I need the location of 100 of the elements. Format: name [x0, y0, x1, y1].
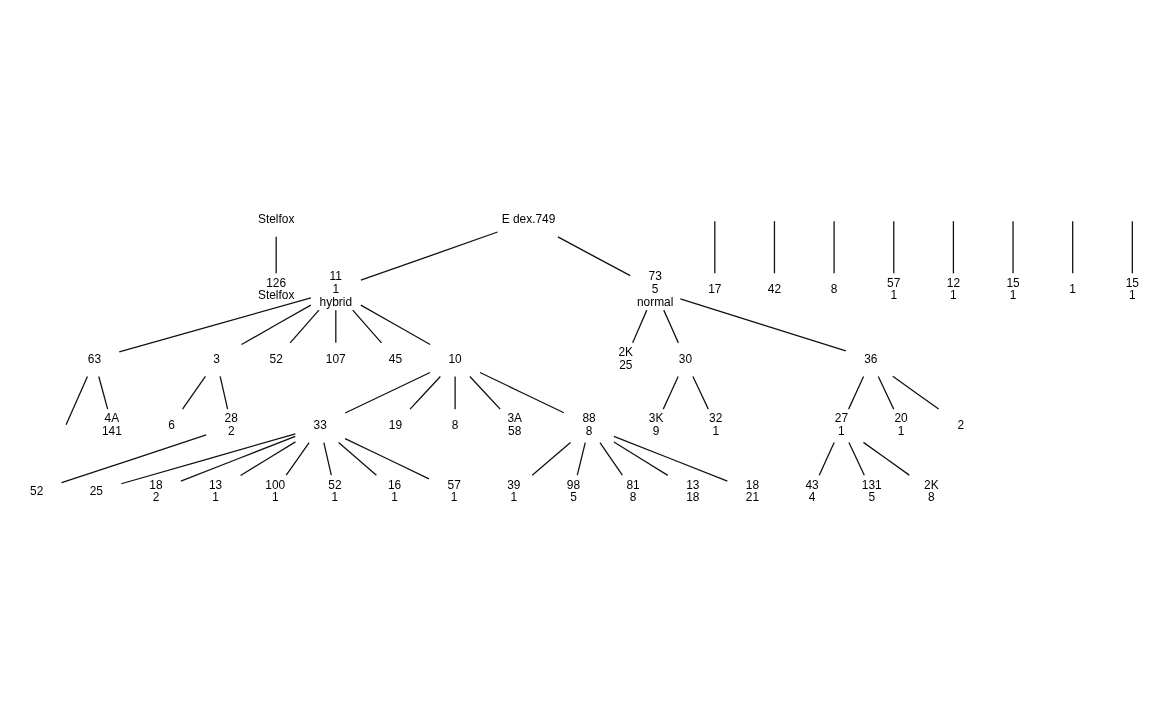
- connector: [952, 220, 955, 274]
- connector: [409, 375, 441, 410]
- node-text: 3: [213, 351, 220, 366]
- connector: [692, 375, 709, 410]
- node-text: 15 1: [1125, 275, 1139, 303]
- node-text: 19: [388, 417, 403, 432]
- connector: [180, 435, 296, 482]
- connector: [289, 309, 320, 344]
- node-text: 39 1: [507, 477, 521, 505]
- connector: [1072, 220, 1074, 274]
- connector: [360, 304, 431, 346]
- node-text: 32 1: [709, 411, 723, 439]
- node-text: 30: [678, 351, 693, 366]
- connector: [285, 441, 310, 476]
- connector: [239, 441, 297, 477]
- node-text: 52 1: [328, 477, 342, 505]
- connector: [576, 441, 586, 476]
- node-text: 27 1: [834, 411, 849, 439]
- connector: [60, 434, 207, 484]
- node-text: 3K 9: [648, 411, 664, 439]
- node-text: 100 1: [265, 477, 286, 505]
- connector: [663, 309, 679, 344]
- node-text: 57 1: [447, 477, 461, 505]
- node-text: 2K 8: [924, 477, 939, 505]
- connector: [323, 441, 332, 476]
- connector: [632, 309, 648, 344]
- node-text: 11 1 hybrid: [319, 269, 353, 309]
- node-text: 52: [30, 483, 44, 498]
- connector: [344, 437, 430, 480]
- node-text: 126 Stelfox: [257, 275, 295, 303]
- connector: [240, 304, 312, 346]
- connector: [219, 375, 229, 410]
- connector: [98, 375, 109, 410]
- connector: [181, 375, 207, 410]
- connector: [773, 220, 776, 274]
- node-text: 36: [864, 351, 878, 366]
- connector: [679, 298, 847, 352]
- node-text: 63: [87, 351, 102, 366]
- node-text: 15 1: [1006, 275, 1020, 303]
- node-text: 25: [89, 483, 103, 498]
- node-text: 2K 25: [618, 345, 634, 373]
- node-text: 16 1: [387, 477, 402, 505]
- connector: [613, 441, 669, 477]
- node-text: 20 1: [894, 411, 908, 439]
- connector: [892, 375, 940, 410]
- node-text: 81 8: [626, 477, 640, 505]
- connector: [848, 441, 865, 476]
- node-text: 107: [325, 351, 346, 366]
- connector: [1131, 220, 1133, 274]
- connector: [662, 375, 679, 410]
- node-text: 52: [269, 351, 283, 366]
- connector: [337, 441, 378, 476]
- connector: [120, 433, 297, 485]
- connector: [118, 297, 312, 353]
- node-text: 88 8: [582, 411, 596, 439]
- connector: [877, 375, 895, 410]
- node-text: 1: [1069, 282, 1076, 297]
- node-text: E dex.749: [501, 212, 556, 227]
- node-text: 4A 141: [101, 411, 122, 439]
- node-text: 18 21: [745, 477, 760, 505]
- node-text: 33: [313, 417, 327, 432]
- node-text: 17: [708, 282, 722, 297]
- connector: [469, 375, 501, 410]
- connector: [360, 231, 499, 281]
- connector: [833, 220, 835, 274]
- connector: [275, 236, 277, 274]
- connector: [893, 220, 895, 274]
- node-text: 13 1: [208, 477, 223, 505]
- node-text: 8: [451, 417, 459, 432]
- node-text: 6: [168, 417, 175, 432]
- connector: [65, 375, 89, 426]
- connector: [557, 236, 631, 277]
- connector: [714, 220, 716, 274]
- node-text: 131 5: [861, 477, 882, 505]
- connector: [352, 309, 383, 344]
- connector: [335, 309, 337, 344]
- node-text: 42: [767, 282, 782, 297]
- connector: [344, 371, 431, 414]
- node-text: Stelfox: [257, 212, 295, 227]
- node-text: 12 1: [946, 275, 961, 303]
- connector: [531, 441, 572, 476]
- node-text: 57 1: [887, 275, 901, 303]
- connector: [1012, 220, 1014, 274]
- node-text: 8: [830, 282, 838, 297]
- node-text: 3A 58: [507, 411, 523, 439]
- node-text: 13 18: [686, 477, 700, 505]
- connector: [454, 375, 456, 410]
- connector: [862, 441, 910, 476]
- node-text: 18 2: [149, 477, 163, 505]
- node-text: 98 5: [566, 477, 581, 505]
- connector: [613, 435, 729, 482]
- connector: [599, 441, 623, 476]
- node-text: 43 4: [805, 477, 819, 505]
- node-text: 2: [957, 417, 965, 432]
- connector: [848, 375, 865, 410]
- node-text: 10: [448, 351, 462, 366]
- connector: [479, 371, 565, 414]
- node-text: 28 2: [224, 411, 238, 439]
- connector: [818, 441, 835, 476]
- node-text: 73 5 normal: [636, 269, 674, 309]
